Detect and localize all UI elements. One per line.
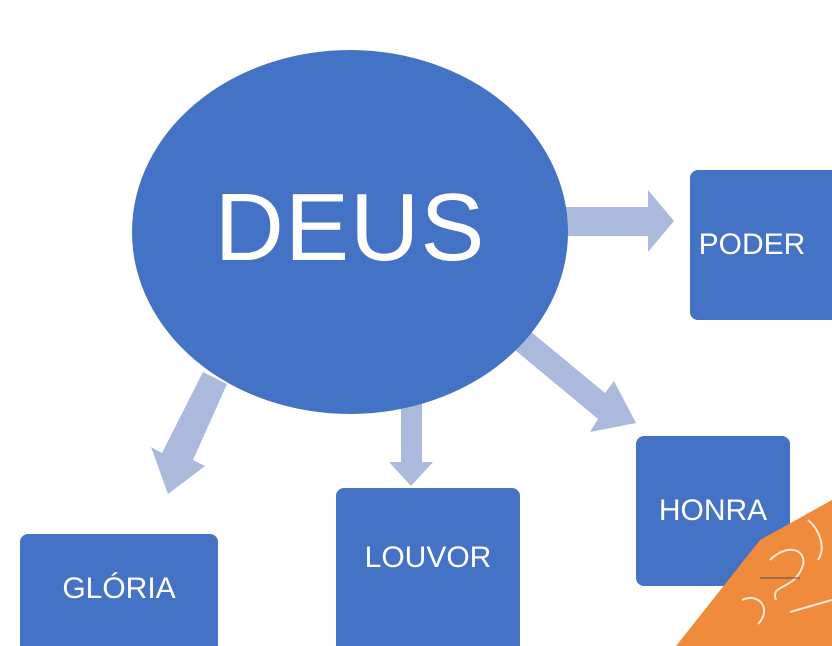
center-label: DEUS	[214, 174, 486, 281]
arrow-to-louvor	[389, 398, 433, 486]
arrow-to-gloria	[151, 372, 227, 494]
node-louvor-label: LOUVOR	[364, 541, 492, 574]
node-honra-label: HONRA	[658, 494, 768, 527]
arrow-to-poder	[565, 190, 674, 252]
node-poder: PODER	[690, 170, 832, 320]
center-circle: DEUS	[132, 50, 568, 414]
node-poder-label: PODER	[698, 228, 806, 261]
node-gloria: GLÓRIA	[20, 534, 218, 646]
node-gloria-label: GLÓRIA	[62, 572, 176, 605]
arrow-to-honra	[509, 326, 636, 432]
node-louvor: LOUVOR	[336, 488, 520, 646]
node-honra: HONRA	[636, 436, 790, 586]
